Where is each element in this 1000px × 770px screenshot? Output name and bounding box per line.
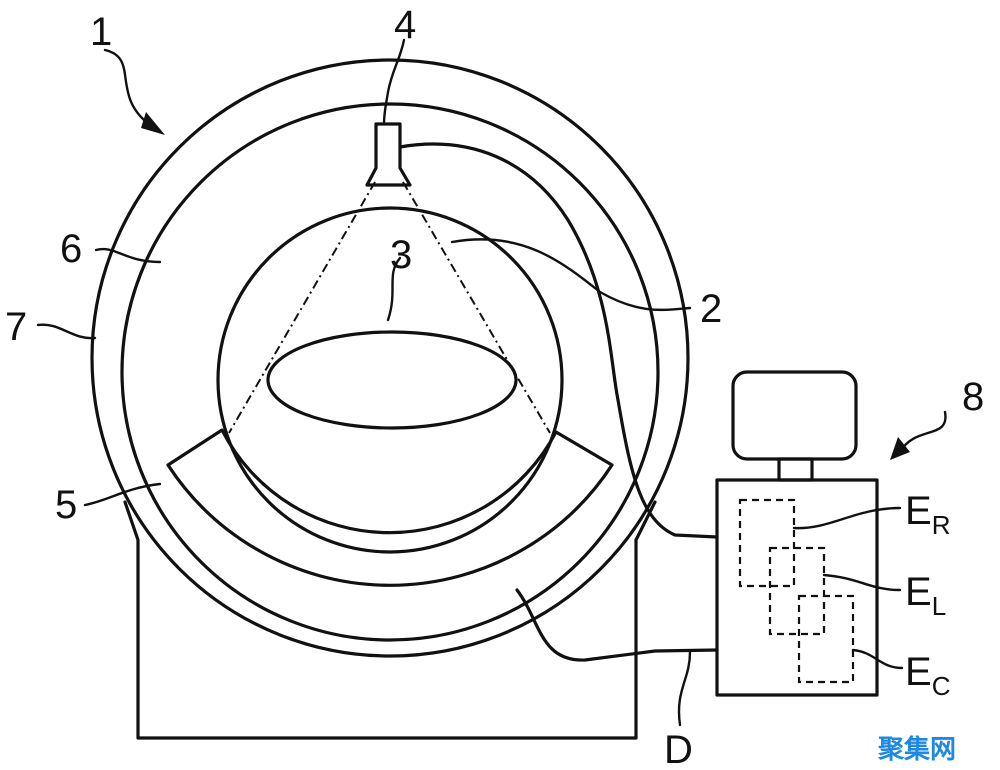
monitor-stand xyxy=(777,457,814,482)
monitor-screen xyxy=(731,370,858,461)
leader-d xyxy=(677,650,692,727)
patient-bore xyxy=(216,206,564,554)
beam-right-edge xyxy=(402,181,551,434)
label-8: 8 xyxy=(962,375,984,419)
leader-4 xyxy=(382,38,406,126)
leader-3a xyxy=(386,256,402,322)
x-ray-tube xyxy=(365,122,412,187)
leader-8-arrow xyxy=(898,410,947,454)
detector-arc xyxy=(166,428,614,587)
leader-8-arrowhead xyxy=(890,437,910,460)
label-4: 4 xyxy=(394,3,416,47)
tube-cable xyxy=(398,142,719,539)
leader-2 xyxy=(450,238,692,312)
label-d: D xyxy=(664,728,693,770)
unit-ec-box xyxy=(797,594,855,684)
leader-ec xyxy=(851,648,904,670)
label-er: ER xyxy=(905,489,950,540)
leader-6 xyxy=(94,247,162,264)
beam-left-edge xyxy=(228,181,376,434)
label-2: 2 xyxy=(700,287,722,331)
leader-el xyxy=(822,573,902,592)
gantry-base xyxy=(123,500,657,740)
outer-housing-ring xyxy=(90,58,690,658)
data-line xyxy=(515,588,719,662)
label-7: 7 xyxy=(5,305,27,349)
leader-1-arrowhead xyxy=(141,112,165,135)
unit-er-box xyxy=(738,498,796,588)
label-el: EL xyxy=(905,570,946,621)
leader-1-arrow xyxy=(103,48,152,127)
label-6: 6 xyxy=(60,227,82,271)
label-3-lower: 3 xyxy=(390,233,412,277)
leader-5 xyxy=(83,482,162,507)
watermark-logo: 聚集网 xyxy=(877,734,956,765)
patient-ellipse xyxy=(266,330,518,430)
leader-7 xyxy=(36,323,97,340)
unit-el-box xyxy=(768,546,826,636)
rotating-frame-ring xyxy=(120,102,660,642)
leader-er xyxy=(792,506,902,530)
label-ec: EC xyxy=(905,650,950,701)
label-1: 1 xyxy=(90,10,112,54)
label-5: 5 xyxy=(55,483,77,527)
